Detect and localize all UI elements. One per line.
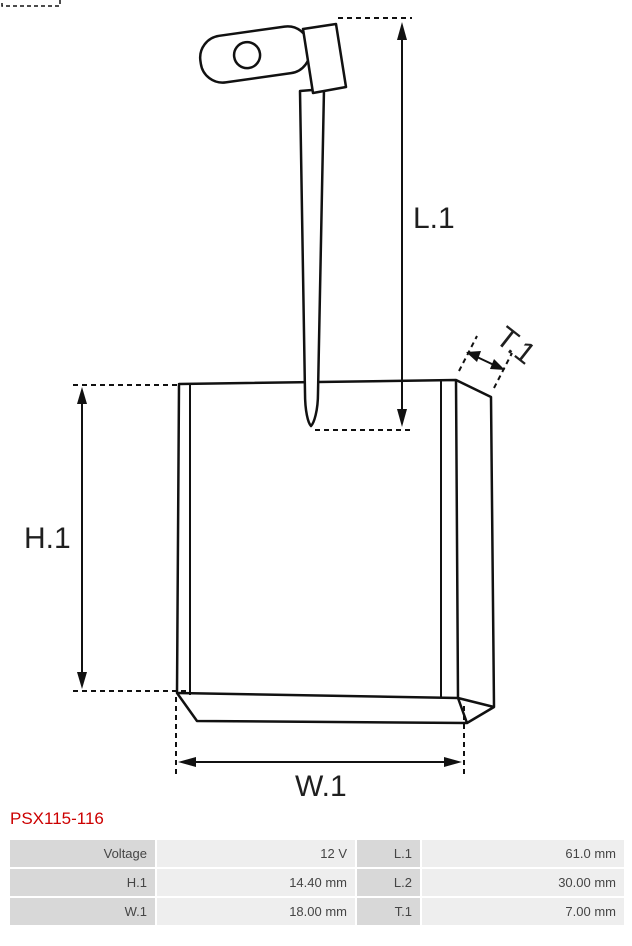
spec-cell-value: 12 V — [155, 838, 357, 869]
spec-cell-label: Voltage — [8, 838, 157, 869]
spec-cell-value: 30.00 mm — [420, 867, 626, 898]
dimension-t1 — [458, 335, 513, 389]
spec-cell-value: 18.00 mm — [155, 896, 357, 927]
brush-body — [175, 378, 496, 725]
spec-cell-label: W.1 — [8, 896, 157, 927]
spec-cell-label: H.1 — [8, 867, 157, 898]
spec-cell-value: 14.40 mm — [155, 867, 357, 898]
part-number: PSX115-116 — [10, 809, 104, 828]
lead-wire — [298, 87, 326, 428]
spec-row-h1: H.1 14.40 mm L.2 30.00 mm — [8, 867, 626, 898]
dimension-w1 — [175, 697, 465, 774]
spec-row-w1: W.1 18.00 mm T.1 7.00 mm — [8, 896, 626, 927]
technical-diagram: L.1 H.1 W.1 T.1 — [1, 0, 542, 803]
dimension-h1 — [73, 384, 186, 692]
dimension-label-l1: L.1 — [413, 202, 455, 235]
spec-cell-value: 7.00 mm — [420, 896, 626, 927]
terminal-crimp-tab — [301, 22, 348, 95]
spec-cell-label: L.2 — [355, 867, 422, 898]
terminal-hole — [232, 40, 262, 70]
dimension-label-w1: W.1 — [295, 770, 347, 803]
spec-row-voltage: Voltage 12 V L.1 61.0 mm — [8, 838, 626, 869]
dimension-l1 — [315, 17, 412, 431]
spec-cell-value: 61.0 mm — [420, 838, 626, 869]
spec-cell-label: T.1 — [355, 896, 422, 927]
dimension-label-h1: H.1 — [24, 522, 71, 555]
terminal-eyelet — [198, 22, 348, 95]
corner-artifact — [1, 0, 61, 7]
spec-table: Voltage 12 V L.1 61.0 mm H.1 14.40 mm L.… — [8, 838, 626, 927]
spec-cell-label: L.1 — [355, 838, 422, 869]
